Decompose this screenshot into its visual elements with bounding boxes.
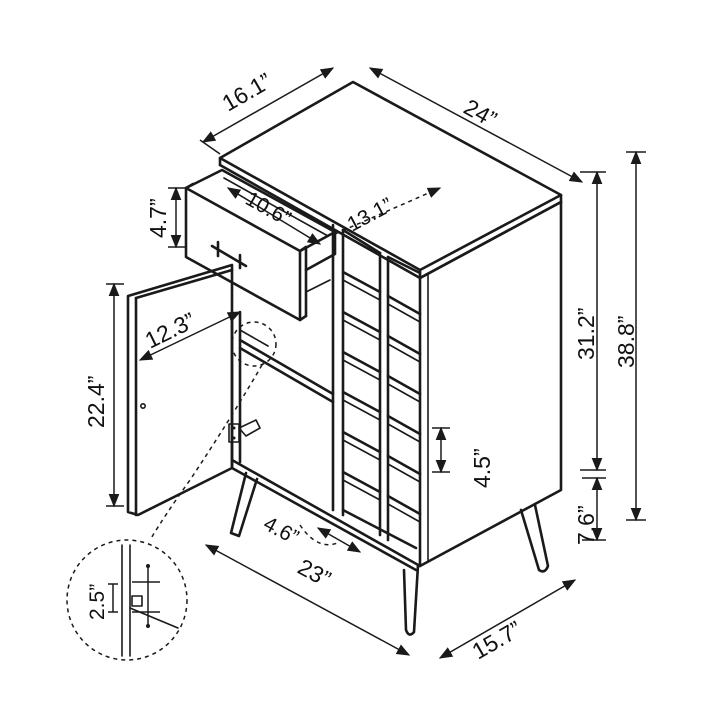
- dim-door-width-label: 12.3”: [141, 307, 200, 353]
- hinge-detail-inset: [66, 321, 277, 661]
- dim-door-height: 22.4”: [83, 282, 124, 508]
- wine-rack: [331, 223, 422, 550]
- dim-base-width-label: 23”: [294, 553, 336, 592]
- dim-shelf-depth-label: 13.1”: [344, 194, 397, 237]
- dim-drawer-height: 4.7”: [145, 186, 186, 249]
- dim-depth-top-label: 16.1”: [218, 68, 276, 117]
- dim-hinge-offset: 2.5”: [86, 584, 109, 620]
- cabinet-door: [126, 263, 234, 517]
- dim-door-width: 12.3”: [138, 307, 242, 361]
- leg-front-left: [229, 471, 259, 538]
- door-hinge: [228, 419, 261, 443]
- leg-front-right: [402, 563, 420, 636]
- drawer-handle: [210, 240, 248, 270]
- cabinet-top: [218, 80, 563, 272]
- dim-base-depth-label: 15.7”: [468, 616, 526, 665]
- rack-slats: [341, 270, 422, 523]
- leg-back-right: [519, 503, 550, 573]
- dim-shelf-depth: 13.1”: [334, 187, 442, 237]
- dim-base-depth: 15.7”: [438, 579, 577, 665]
- cabinet-right-side: [418, 200, 563, 568]
- dim-total-height-label: 38.8”: [613, 316, 639, 368]
- interior-shelf: [238, 329, 335, 404]
- dim-base-width: 23”: [204, 544, 411, 656]
- dim-width-top: 24”: [368, 67, 584, 183]
- dim-hinge-offset-label: 2.5”: [86, 584, 109, 620]
- dim-drawer-height-label: 4.7”: [145, 198, 171, 238]
- dim-leg-height: 7.6”: [573, 476, 606, 545]
- dim-body-height-label: 31.2”: [573, 308, 599, 360]
- dim-depth-top: 16.1”: [199, 67, 335, 155]
- dim-body-height: 31.2”: [573, 170, 606, 472]
- dim-width-top-label: 24”: [460, 94, 502, 133]
- dim-rack-cell-label: 4.5”: [469, 448, 495, 488]
- dim-leg-height-label: 7.6”: [573, 505, 599, 545]
- door-knob: [140, 402, 147, 409]
- dim-leg-spacing-label: 4.6”: [260, 512, 303, 549]
- dim-door-height-label: 22.4”: [83, 376, 109, 428]
- dim-total-height: 38.8”: [613, 150, 646, 522]
- dim-rack-cell: 4.5”: [432, 426, 495, 488]
